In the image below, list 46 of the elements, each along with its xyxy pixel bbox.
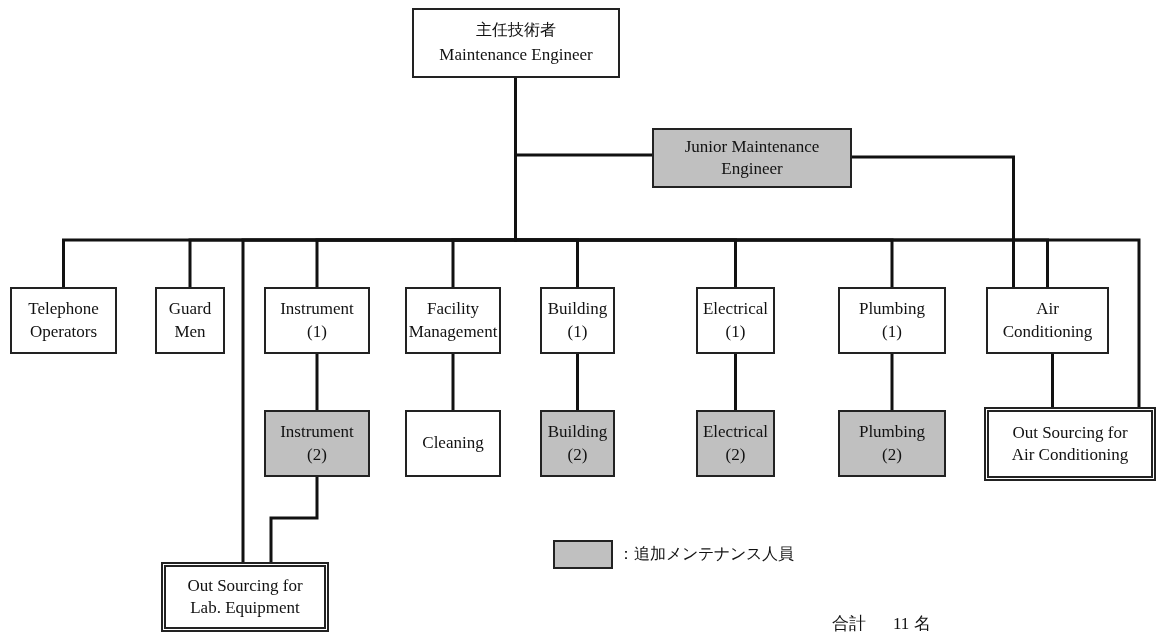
role-label: Building (1) (546, 298, 609, 343)
connector-line (315, 354, 319, 410)
role-label: Instrument (1) (279, 298, 355, 343)
connector-line (890, 354, 894, 410)
added-staff-box (696, 410, 775, 477)
connector-line (734, 354, 737, 410)
connector-line (852, 155, 1015, 287)
added-staff-box (838, 410, 946, 477)
role-box (405, 287, 501, 354)
role-label: Telephone Operators (27, 298, 100, 343)
role-label: Plumbing (1) (857, 298, 927, 343)
role-label: Plumbing (2) (857, 421, 927, 466)
role-box (405, 410, 501, 477)
role-label: Cleaning (422, 432, 484, 455)
role-label: Junior Maintenance Engineer (683, 135, 821, 180)
role-box (986, 287, 1109, 354)
outsourcing-box (984, 407, 1156, 481)
role-box (155, 287, 225, 354)
role-label: Instrument (2) (279, 421, 355, 466)
total-label: 合計 (832, 612, 866, 635)
added-staff-box (264, 410, 370, 477)
role-box (264, 287, 370, 354)
connector-line (576, 354, 579, 410)
role-box (10, 287, 117, 354)
role-box (540, 287, 615, 354)
connector-line (451, 354, 455, 410)
added-staff-box (540, 410, 615, 477)
role-title-jp: 主任技術者 (476, 19, 556, 41)
connector-line (1051, 354, 1054, 407)
role-label: Guard Men (167, 298, 213, 343)
added-staff-box (652, 128, 852, 188)
role-box (838, 287, 946, 354)
role-label: Building (2) (546, 421, 609, 466)
role-label: Maintenance Engineer (439, 44, 593, 67)
total-value: 11 名 (893, 613, 931, 635)
connector-line (269, 477, 319, 562)
role-label: Electrical (2) (701, 421, 770, 466)
role-label: Electrical (1) (701, 298, 770, 343)
role-label: Air Conditioning (1001, 298, 1094, 343)
outsourcing-box (161, 562, 329, 632)
role-label: Out Sourcing for Lab. Equipment (186, 574, 304, 619)
role-label: Facility Management (407, 298, 499, 343)
legend-label: ：追加メンテナンス人員 (618, 544, 794, 565)
role-box (696, 287, 775, 354)
role-label: Out Sourcing for Air Conditioning (1010, 421, 1130, 466)
role-box (412, 8, 620, 78)
